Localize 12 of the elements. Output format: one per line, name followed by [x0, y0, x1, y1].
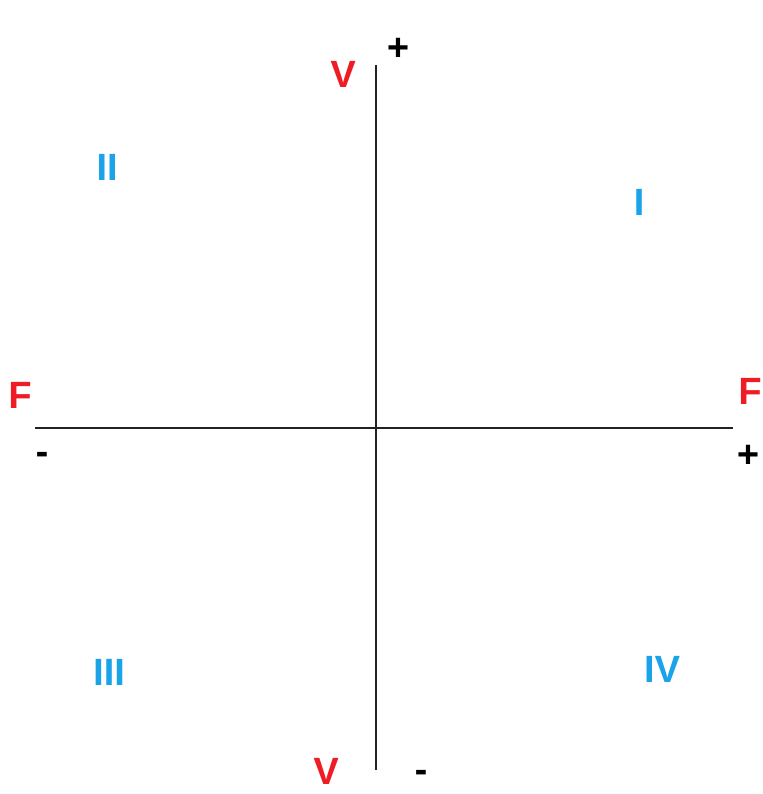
sign-label: -	[36, 433, 48, 471]
sign-label: +	[736, 436, 760, 474]
axis-label: V	[330, 56, 356, 94]
axis-label: V	[313, 753, 339, 791]
sign-label: -	[414, 751, 428, 789]
sign-label: +	[386, 29, 410, 67]
axis-label: F	[738, 373, 762, 411]
quadrant-label: III	[93, 654, 125, 692]
quadrant-label: I	[634, 184, 644, 222]
axis-label: F	[8, 377, 32, 415]
quadrant-label: IV	[644, 651, 680, 689]
quadrant-label: II	[96, 149, 118, 187]
